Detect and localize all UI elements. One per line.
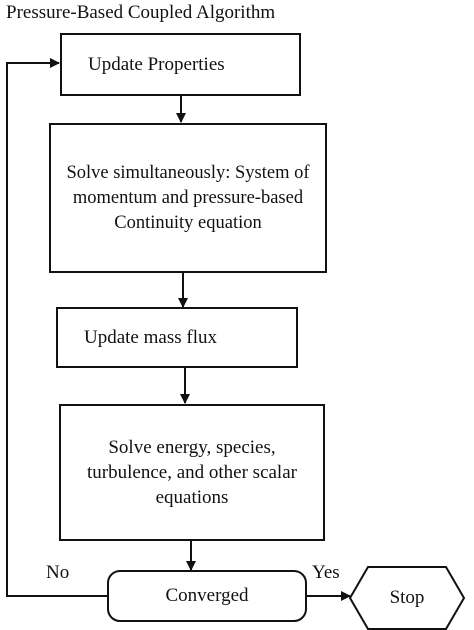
solve-scalars-label: Solve energy, species, turbulence, and o…: [87, 437, 297, 508]
update-mass-flux-label: Update mass flux: [84, 327, 217, 348]
update-properties-label: Update Properties: [88, 54, 225, 75]
solve-scalars-box: Solve energy, species, turbulence, and o…: [59, 404, 325, 541]
solve-simultaneously-label: Solve simultaneously: System of momentum…: [66, 162, 310, 233]
solve-simultaneously-box: Solve simultaneously: System of momentum…: [49, 123, 327, 273]
loop-back-line: [6, 58, 108, 597]
converged-shape: [107, 570, 307, 622]
diagram-title: Pressure-Based Coupled Algorithm: [6, 2, 276, 23]
converged-label: Converged: [165, 585, 249, 606]
no-branch-label: No: [46, 562, 70, 583]
update-mass-flux-box: Update mass flux: [56, 307, 298, 368]
stop-shape: [348, 566, 466, 630]
update-properties-box: Update Properties: [60, 33, 301, 96]
yes-branch-label: Yes: [312, 562, 340, 583]
stop-label: Stop: [389, 587, 425, 608]
